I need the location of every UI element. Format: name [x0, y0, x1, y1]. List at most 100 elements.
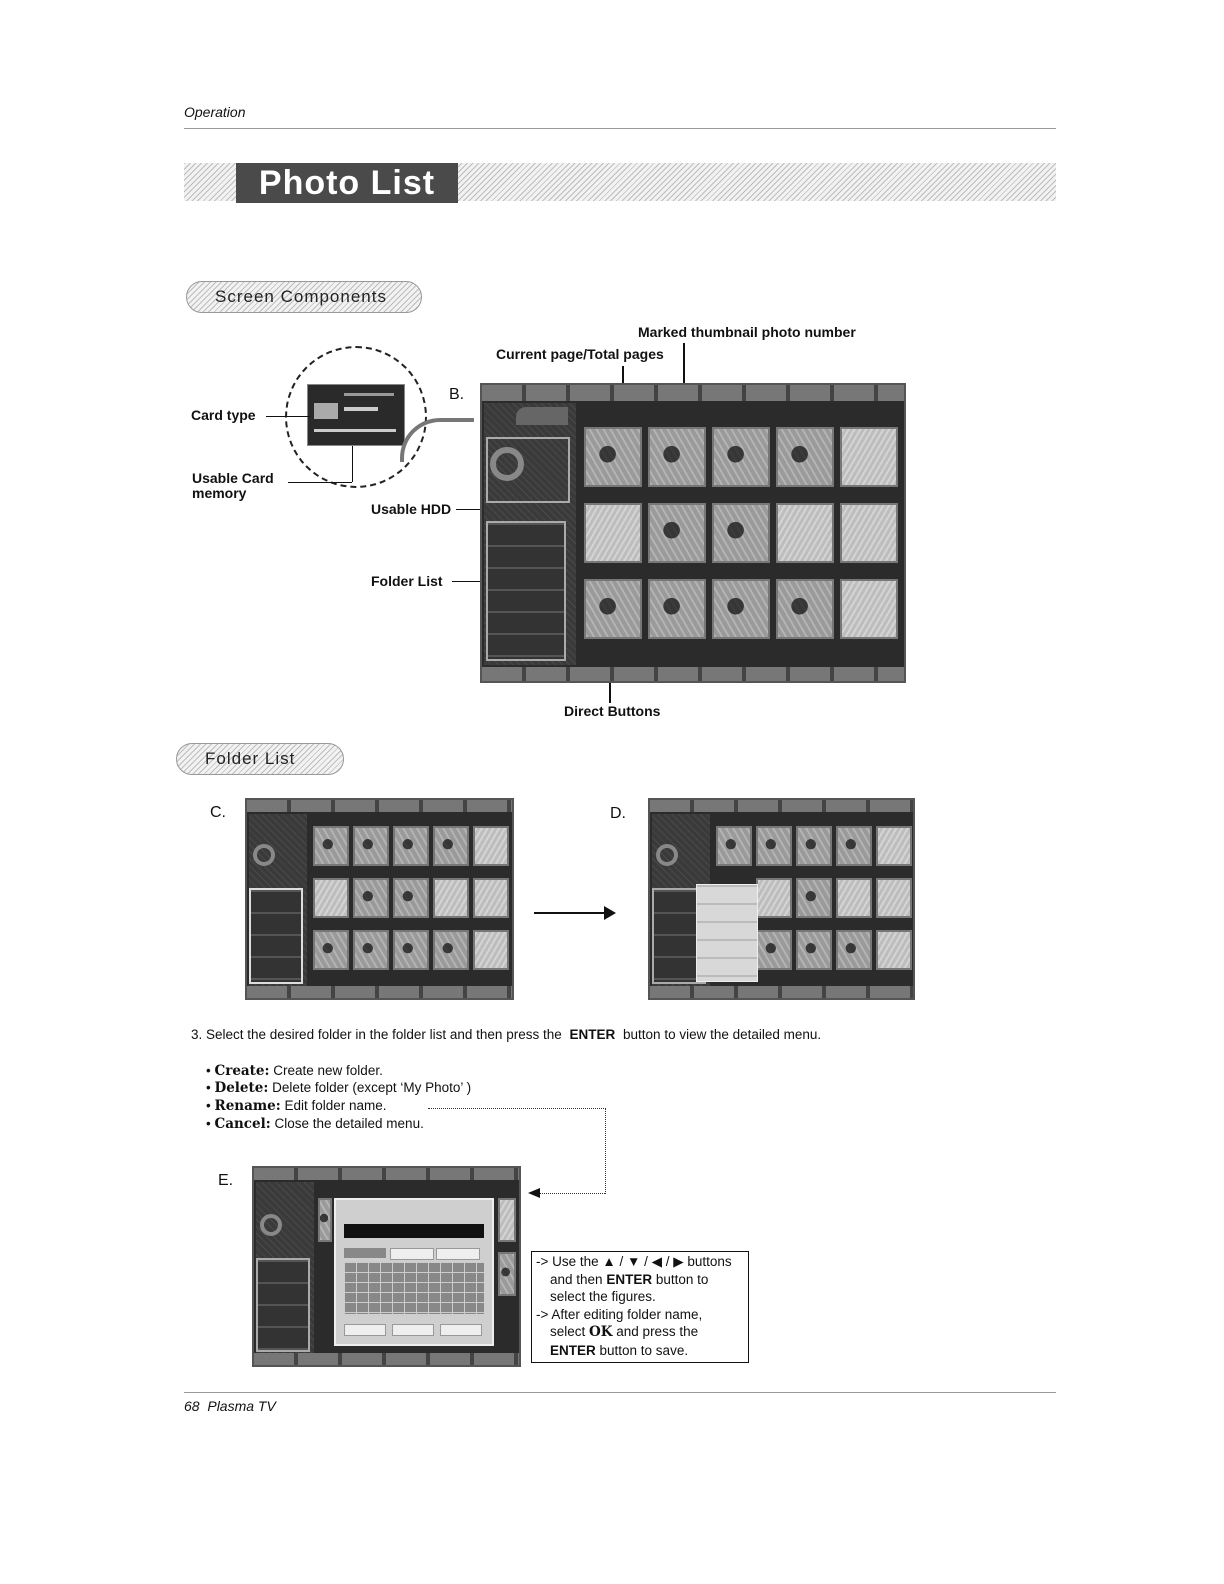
thumbnail: [648, 579, 706, 639]
option-delete: • Delete: Delete folder (except ‘My Phot…: [206, 1080, 472, 1096]
usable-card-label: Usable Card: [192, 470, 274, 486]
screen-d: [648, 798, 915, 1000]
usable-card-line: [288, 482, 352, 483]
card-type-line: [266, 416, 310, 417]
thumbnail: [876, 826, 912, 866]
screen-e-topbar: [254, 1168, 519, 1180]
screen-e: [252, 1166, 521, 1367]
thumbnail: [836, 878, 872, 918]
note-text: select: [550, 1324, 590, 1340]
thumbnail: [840, 503, 898, 563]
card-icon: [314, 403, 338, 419]
note-line: -> After editing folder name,: [536, 1306, 703, 1322]
screen-b: [480, 383, 906, 683]
option-term: Delete:: [214, 1080, 269, 1096]
thumbnail: [313, 826, 349, 866]
option-term: Create:: [214, 1063, 270, 1079]
card-text-line: [344, 407, 378, 411]
thumbnail: [584, 427, 642, 487]
hdd-disc-icon: [656, 844, 678, 866]
thumbnail: [836, 930, 872, 970]
folder-list-panel: [486, 521, 566, 661]
marked-thumbnail-label: Marked thumbnail photo number: [638, 324, 856, 340]
direct-buttons-bar: [254, 1353, 519, 1365]
label-e: E.: [218, 1172, 234, 1189]
thumbnail: [796, 826, 832, 866]
thumbnail: [712, 503, 770, 563]
thumbnail: [584, 579, 642, 639]
hdd-info-box: [486, 437, 570, 503]
screen-c: [245, 798, 514, 1000]
direct-buttons-label: Direct Buttons: [564, 703, 661, 719]
note-key: ENTER: [550, 1342, 596, 1358]
note-line: and then ENTER button to: [536, 1271, 744, 1289]
note-line: ENTER button to save.: [536, 1342, 744, 1360]
note-text: button to save.: [595, 1342, 689, 1358]
thumbnail: [498, 1252, 516, 1296]
current-page-label: Current page/Total pages: [496, 346, 664, 362]
usable-hdd-label: Usable HDD: [371, 501, 452, 517]
step3-text: 3. Select the desired folder in the fold…: [191, 1027, 821, 1042]
rename-dotted-line-h: [540, 1193, 605, 1194]
marked-thumbnail-line: [683, 343, 685, 385]
thumbnail: [473, 878, 509, 918]
thumbnail: [756, 826, 792, 866]
step3-key: ENTER: [569, 1027, 616, 1042]
rename-name-field: [344, 1224, 484, 1238]
thumbnail: [756, 878, 792, 918]
keyboard-tab: [390, 1248, 434, 1260]
note-text: and press the: [612, 1324, 699, 1340]
folder-list-label: Folder List: [371, 573, 443, 589]
folder-list-panel: [249, 888, 303, 984]
rename-dotted-line: [428, 1108, 606, 1109]
thumbnail: [776, 503, 834, 563]
usable-hdd-line: [456, 509, 486, 510]
thumbnail: [836, 826, 872, 866]
hdd-disc-icon: [260, 1214, 282, 1236]
thumbnail: [433, 930, 469, 970]
thumbnail: [840, 427, 898, 487]
thumbnail: [776, 579, 834, 639]
thumbnail: [353, 878, 389, 918]
direct-buttons-bar: [650, 986, 913, 998]
option-rename: • Rename: Edit folder name.: [206, 1098, 387, 1114]
option-desc: Delete folder (except ‘My Photo’ ): [272, 1080, 472, 1095]
thumbnail: [473, 930, 509, 970]
card-text-line: [344, 393, 394, 396]
rename-dotted-line-v: [605, 1108, 606, 1194]
thumbnail: [473, 826, 509, 866]
note-line: select OK and press the: [536, 1323, 744, 1342]
direct-buttons-bar: [482, 667, 904, 681]
page-title: Photo List: [236, 163, 458, 203]
label-d: D.: [610, 805, 626, 822]
header-rule: [184, 128, 1056, 129]
dialog-button: [440, 1324, 482, 1336]
note-key: ENTER: [606, 1271, 653, 1287]
thumbnail: [716, 826, 752, 866]
thumbnail: [584, 503, 642, 563]
rename-dialog: [334, 1198, 494, 1346]
thumbnail: [648, 503, 706, 563]
thumbnail: [796, 878, 832, 918]
screen-b-topbar: [482, 385, 904, 401]
card-info-box: [307, 384, 405, 446]
screen-c-topbar: [247, 800, 512, 812]
arrow-c-to-d: [534, 912, 606, 914]
note-line: -> Use the ▲ / ▼ / ◀ / ▶ buttons: [536, 1254, 732, 1269]
label-b: B.: [449, 386, 465, 403]
thumbnail: [498, 1198, 516, 1242]
thumbnail: [648, 427, 706, 487]
thumbnail: [876, 930, 912, 970]
thumbnail: [353, 826, 389, 866]
dialog-button: [344, 1324, 386, 1336]
thumbnail: [876, 878, 912, 918]
current-page-line: [622, 366, 624, 386]
footer-rule: [184, 1392, 1056, 1393]
option-term: Cancel:: [214, 1116, 271, 1132]
folder-list-panel: [256, 1258, 310, 1352]
folder-list-line: [452, 581, 486, 582]
thumbnail: [393, 826, 429, 866]
arrow-c-to-d-head: [604, 906, 616, 920]
thumbnail: [313, 930, 349, 970]
note-key: OK: [589, 1324, 613, 1341]
